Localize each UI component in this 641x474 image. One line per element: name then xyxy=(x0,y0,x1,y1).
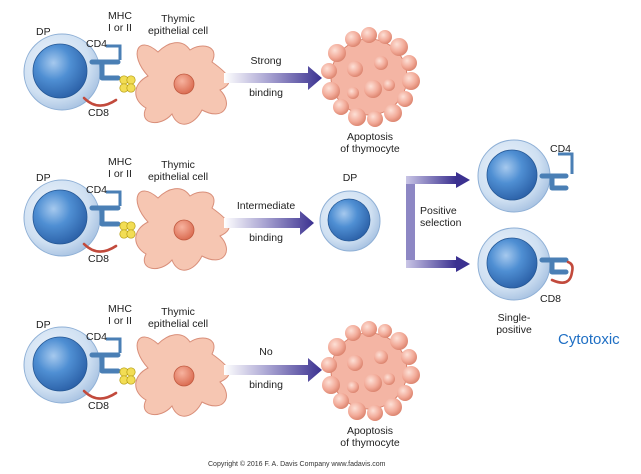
row2-arrow-top-label: Intermediate xyxy=(236,200,296,212)
row2-dp-label: DP xyxy=(36,172,51,184)
single-positive-cd8-cell xyxy=(478,228,573,300)
row2-mhc-label-line1: MHC xyxy=(108,156,132,168)
positive-selection-branch-arrows xyxy=(406,172,470,272)
row2-cd4-label: CD4 xyxy=(86,184,108,196)
row1-cd8-label: CD8 xyxy=(88,107,110,119)
single-positive-cd8-label: CD8 xyxy=(540,293,562,305)
row3-cd8-label: CD8 xyxy=(88,400,110,412)
positive-selection-label-line1: Positive xyxy=(420,205,457,217)
row2-mhc-molecule xyxy=(119,221,136,239)
row2-thymic-epithelial-cell xyxy=(135,188,230,271)
row1-apoptotic-thymocyte xyxy=(320,26,421,128)
row3-dp-label: DP xyxy=(36,319,51,331)
row1-outcome-label-line2: of thymocyte xyxy=(340,143,400,155)
row1-thymic-label-line1: Thymic xyxy=(161,13,195,25)
row1-outcome-label-line1: Apoptosis xyxy=(346,131,394,143)
single-positive-cd4-label: CD4 xyxy=(550,143,572,155)
row2-arrow-bottom-label: binding xyxy=(249,232,283,244)
positive-selection-label-line2: selection xyxy=(420,217,462,229)
row2-cd8-label: CD8 xyxy=(88,253,110,265)
row2-graphics xyxy=(24,140,573,300)
cytotoxic-annotation: Cytotoxic xyxy=(558,331,620,348)
row2-arrow xyxy=(224,211,314,235)
row2-thymic-label-line2: epithelial cell xyxy=(147,171,209,183)
row1-thymic-label-line2: epithelial cell xyxy=(147,25,209,37)
row3-outcome-label-line2: of thymocyte xyxy=(340,437,400,449)
single-positive-label-line2: positive xyxy=(496,324,532,336)
row3-graphics xyxy=(24,320,421,422)
row1-dp-label: DP xyxy=(36,26,51,38)
row1-arrow-top-label: Strong xyxy=(250,55,282,67)
row3-mhc-label-line2: I or II xyxy=(108,315,132,327)
row1-cd4-label: CD4 xyxy=(86,38,108,50)
row3-arrow xyxy=(224,358,322,382)
row3-mhc-molecule xyxy=(119,367,136,385)
row3-cd4-label: CD4 xyxy=(86,331,108,343)
single-positive-label-line1: Single- xyxy=(497,312,531,324)
row1-mhc-label-line1: MHC xyxy=(108,10,132,22)
row3-outcome-label-line1: Apoptosis xyxy=(346,425,394,437)
row1-arrow xyxy=(224,66,322,90)
row1-mhc-label-line2: I or II xyxy=(108,22,132,34)
row2-thymic-label-line1: Thymic xyxy=(161,159,195,171)
row3-thymic-label-line1: Thymic xyxy=(161,306,195,318)
row1-graphics xyxy=(24,26,421,128)
row2-dp-outcome-cell xyxy=(319,190,381,252)
row2-outcome-dp-label: DP xyxy=(342,172,358,184)
row3-arrow-top-label: No xyxy=(259,346,273,358)
copyright-text: Copyright © 2016 F. A. Davis Company www… xyxy=(208,461,386,468)
row3-arrow-bottom-label: binding xyxy=(249,379,283,391)
row1-mhc-molecule xyxy=(119,75,136,93)
row1-arrow-bottom-label: binding xyxy=(249,87,283,99)
row3-thymic-label-line2: epithelial cell xyxy=(147,318,209,330)
row3-thymic-epithelial-cell xyxy=(135,334,230,417)
row3-apoptotic-thymocyte xyxy=(320,320,421,422)
row1-thymic-epithelial-cell xyxy=(135,42,230,125)
row2-mhc-label-line2: I or II xyxy=(108,168,132,180)
row3-mhc-label-line1: MHC xyxy=(108,303,132,315)
